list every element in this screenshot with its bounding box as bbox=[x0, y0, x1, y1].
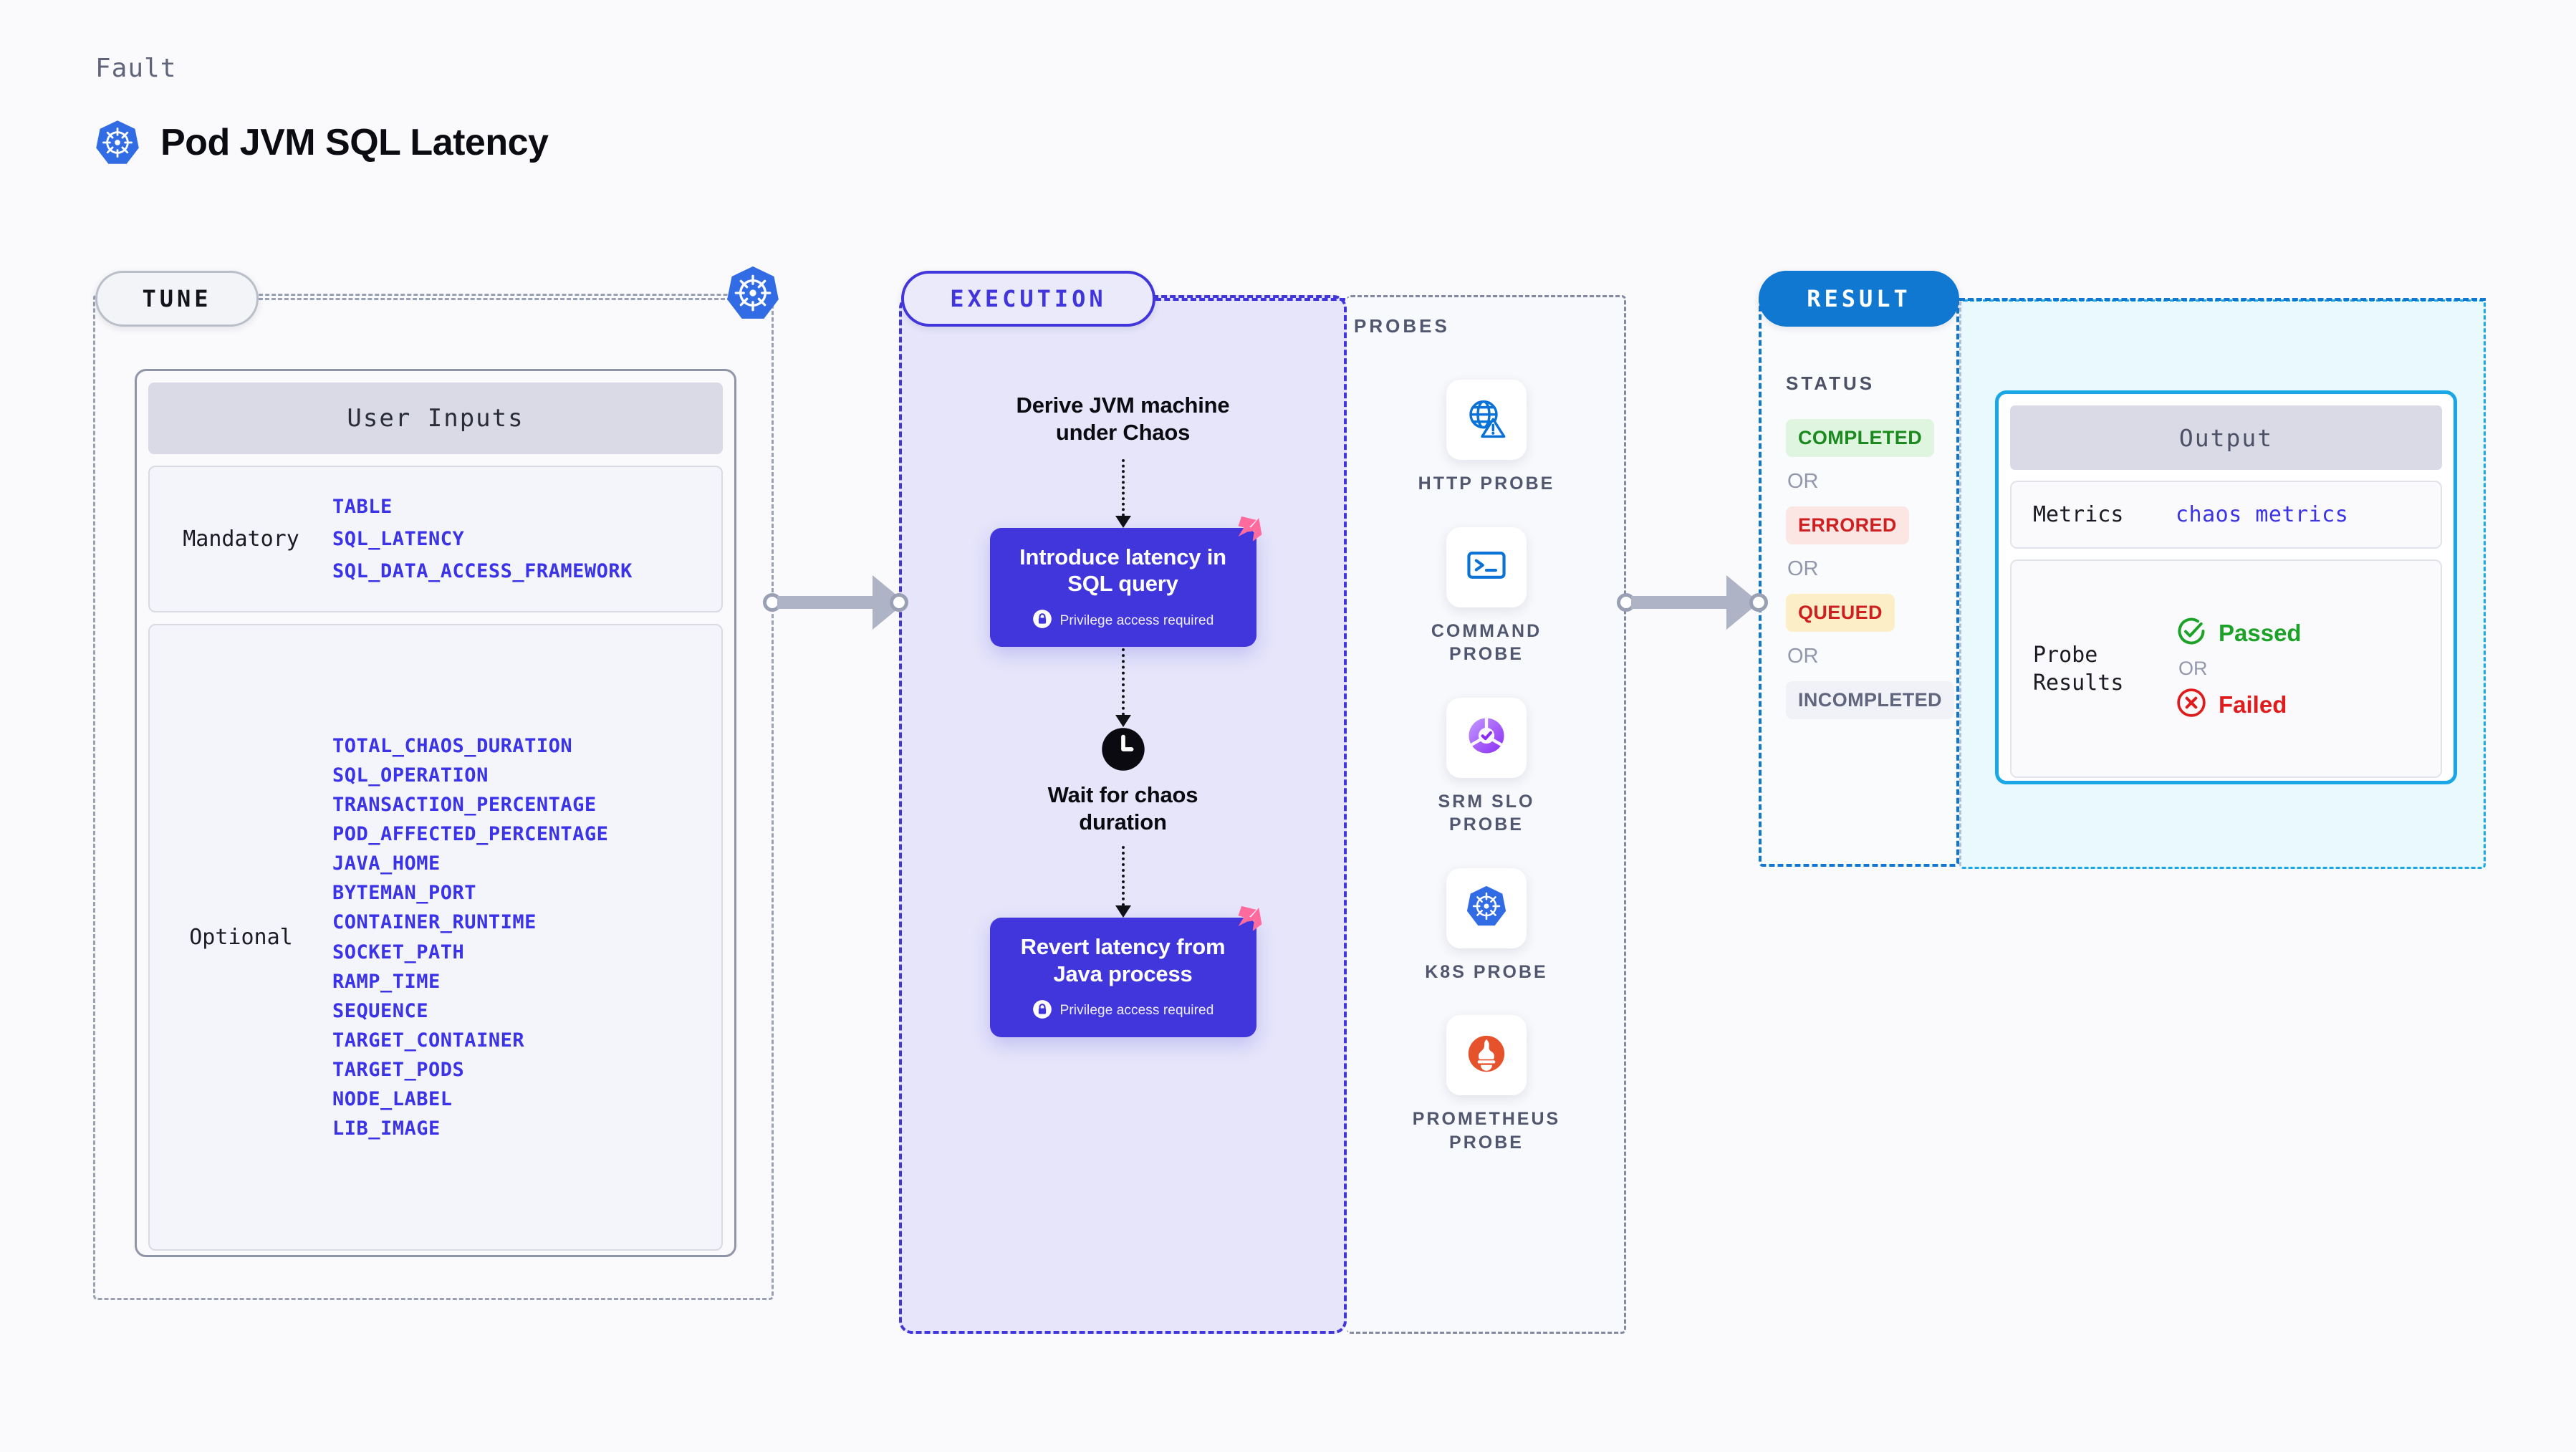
user-inputs-card: User Inputs Mandatory TABLE SQL_LATENCY … bbox=[135, 369, 736, 1257]
probe-label: K8S PROBE bbox=[1425, 961, 1548, 982]
output-metrics-row: Metrics chaos metrics bbox=[2010, 481, 2442, 549]
output-metrics-value[interactable]: chaos metrics bbox=[2176, 502, 2349, 527]
probe-item-http[interactable]: HTTP PROBE bbox=[1418, 380, 1555, 496]
probe-tile bbox=[1446, 697, 1527, 778]
param-item[interactable]: SQL_DATA_ACCESS_FRAMEWORK bbox=[332, 560, 633, 583]
kubernetes-icon bbox=[93, 118, 142, 167]
kubernetes-icon bbox=[724, 264, 782, 326]
status-badge: ERRORED bbox=[1786, 506, 1909, 544]
param-item[interactable]: TARGET_PODS bbox=[332, 1058, 465, 1081]
param-item[interactable]: JAVA_HOME bbox=[332, 852, 441, 875]
status-list: COMPLETED OR ERRORED OR QUEUED OR INCOMP… bbox=[1786, 419, 1954, 719]
page-eyebrow: Fault bbox=[95, 54, 177, 83]
mandatory-group: Mandatory TABLE SQL_LATENCY SQL_DATA_ACC… bbox=[148, 466, 723, 612]
output-metrics-key: Metrics bbox=[2033, 502, 2124, 527]
status-badge: COMPLETED bbox=[1786, 419, 1935, 457]
status-badge: QUEUED bbox=[1786, 594, 1895, 632]
param-item[interactable]: SQL_LATENCY bbox=[332, 527, 465, 550]
execution-pill-dash bbox=[1155, 298, 1345, 301]
probes-panel bbox=[1347, 295, 1626, 1334]
or-separator: OR bbox=[1787, 557, 1819, 580]
probe-result-passed: Passed bbox=[2176, 615, 2302, 650]
tune-pill[interactable]: TUNE bbox=[95, 271, 259, 327]
check-circle-icon bbox=[2176, 615, 2207, 650]
result-pill[interactable]: RESULT bbox=[1759, 271, 1959, 327]
tune-pill-dash bbox=[259, 298, 731, 300]
or-separator: OR bbox=[1787, 470, 1819, 493]
page-title: Pod JVM SQL Latency bbox=[160, 122, 549, 163]
param-item[interactable]: TARGET_CONTAINER bbox=[332, 1029, 525, 1052]
slo-donut-check-icon bbox=[1464, 713, 1509, 761]
user-inputs-title: User Inputs bbox=[148, 383, 723, 454]
probe-label: COMMAND PROBE bbox=[1431, 620, 1542, 665]
execution-pill[interactable]: EXECUTION bbox=[901, 271, 1155, 327]
or-separator: OR bbox=[2178, 658, 2208, 679]
probe-item-k8s[interactable]: K8S PROBE bbox=[1425, 867, 1548, 984]
probe-label: HTTP PROBE bbox=[1418, 473, 1555, 494]
probes-label: PROBES bbox=[1354, 315, 1450, 337]
or-separator: OR bbox=[1787, 645, 1819, 668]
param-item[interactable]: LIB_IMAGE bbox=[332, 1117, 441, 1140]
mandatory-label: Mandatory bbox=[183, 527, 299, 552]
terminal-icon bbox=[1464, 543, 1509, 591]
globe-warning-icon bbox=[1464, 395, 1509, 445]
probe-tile bbox=[1446, 380, 1527, 460]
probe-tile bbox=[1446, 1015, 1527, 1095]
param-item[interactable]: POD_AFFECTED_PERCENTAGE bbox=[332, 823, 609, 846]
mandatory-param-list: TABLE SQL_LATENCY SQL_DATA_ACCESS_FRAMEW… bbox=[332, 496, 633, 582]
param-item[interactable]: SOCKET_PATH bbox=[332, 941, 465, 963]
probe-result-values: Passed OR Failed bbox=[2176, 615, 2302, 722]
optional-param-list: TOTAL_CHAOS_DURATION SQL_OPERATION TRANS… bbox=[332, 735, 608, 1140]
param-item[interactable]: TOTAL_CHAOS_DURATION bbox=[332, 735, 573, 758]
param-item[interactable]: CONTAINER_RUNTIME bbox=[332, 911, 537, 934]
param-item[interactable]: SEQUENCE bbox=[332, 999, 429, 1022]
probe-tile bbox=[1446, 867, 1527, 948]
passed-label: Passed bbox=[2219, 619, 2302, 646]
param-item[interactable]: TRANSACTION_PERCENTAGE bbox=[332, 794, 597, 817]
param-item[interactable]: SQL_OPERATION bbox=[332, 764, 489, 787]
param-item[interactable]: BYTEMAN_PORT bbox=[332, 882, 477, 905]
status-label: STATUS bbox=[1786, 372, 1875, 394]
kubernetes-icon bbox=[1464, 884, 1509, 932]
param-item[interactable]: NODE_LABEL bbox=[332, 1087, 453, 1110]
output-title: Output bbox=[2010, 405, 2442, 470]
probe-item-command[interactable]: COMMAND PROBE bbox=[1404, 527, 1569, 666]
prometheus-icon bbox=[1464, 1032, 1509, 1080]
probe-label: SRM SLO PROBE bbox=[1438, 791, 1535, 835]
result-panel bbox=[1759, 294, 1959, 867]
probe-item-prometheus[interactable]: PROMETHEUS PROBE bbox=[1404, 1015, 1569, 1154]
x-circle-icon bbox=[2176, 687, 2207, 722]
probe-result-failed: Failed bbox=[2176, 687, 2302, 722]
optional-label: Optional bbox=[189, 925, 293, 950]
optional-group: Optional TOTAL_CHAOS_DURATION SQL_OPERAT… bbox=[148, 624, 723, 1251]
probe-item-srm-slo[interactable]: SRM SLO PROBE bbox=[1404, 697, 1569, 837]
execution-panel bbox=[899, 295, 1347, 1334]
probe-tile bbox=[1446, 527, 1527, 607]
param-item[interactable]: RAMP_TIME bbox=[332, 970, 441, 993]
status-badge: INCOMPLETED bbox=[1786, 681, 1954, 719]
result-pill-dash bbox=[1959, 298, 2486, 301]
probe-label: PROMETHEUS PROBE bbox=[1412, 1109, 1561, 1153]
failed-label: Failed bbox=[2219, 691, 2287, 718]
probes-list: HTTP PROBE COMMAND PROBE bbox=[1347, 380, 1626, 1154]
param-item[interactable]: TABLE bbox=[332, 495, 393, 518]
page-header: Pod JVM SQL Latency bbox=[93, 118, 549, 167]
